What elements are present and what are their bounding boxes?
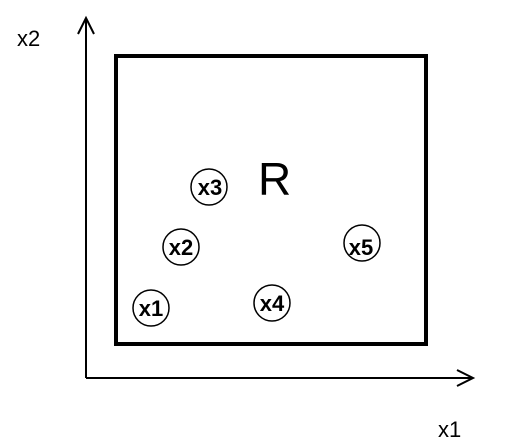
point-x5: x5 [343,224,381,262]
point-x4-circle [253,284,291,322]
point-x4-label: x4 [260,291,285,316]
point-x3-circle [190,168,228,206]
point-x3: x3 [190,168,228,206]
y-axis-label: x2 [17,26,40,51]
point-x5-label: x5 [349,235,373,260]
point-x5-circle [343,224,381,262]
point-x4: x4 [253,284,291,322]
x-axis [86,369,476,387]
point-x1-label: x1 [139,296,163,321]
point-x2-label: x2 [169,235,193,260]
point-x2-circle [162,228,200,266]
x-axis-label: x1 [438,417,461,442]
region-label: R [258,153,291,205]
point-x3-label: x3 [198,175,222,200]
point-x1: x1 [132,289,170,327]
point-x2: x2 [162,228,200,266]
region-r-box [114,54,428,346]
y-axis [77,15,95,378]
point-x1-circle [132,289,170,327]
